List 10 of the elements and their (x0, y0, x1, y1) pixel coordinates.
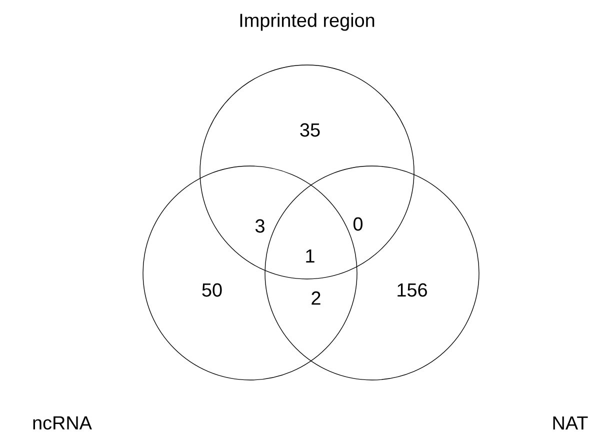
set-label: Imprinted region (240, 13, 374, 31)
region-count: 1 (306, 250, 314, 262)
region-count: 156 (398, 283, 427, 297)
region-count: 0 (353, 217, 363, 231)
region-count: 35 (300, 123, 320, 137)
set-label: ncRNA (33, 416, 92, 430)
region-count: 2 (312, 291, 320, 305)
set-label: NAT (553, 416, 588, 430)
region-count: 3 (255, 219, 264, 233)
region-count: 50 (202, 283, 222, 297)
